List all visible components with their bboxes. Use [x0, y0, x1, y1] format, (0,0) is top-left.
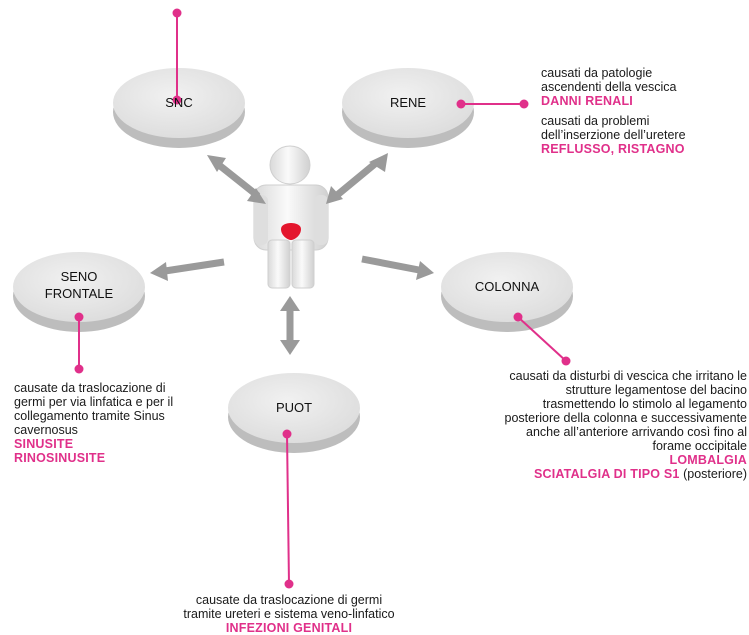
colonna-description: causati da disturbi di vescica che irrit…	[447, 369, 748, 481]
colonna-label-sciatalgia-row: SCIATALGIA DI TIPO S1 (posteriore)	[447, 467, 747, 481]
colonna-label-sciatalgia-suffix: (posteriore)	[683, 467, 747, 481]
bladder-icon	[281, 223, 301, 240]
arrow-snc	[207, 155, 266, 204]
node-rene-disk	[342, 68, 474, 148]
puot-description: causate da traslocazione di germi tramit…	[150, 593, 428, 635]
node-colonna-label: COLONNA	[475, 279, 540, 294]
rene-description: causati da patologie ascendenti della ve…	[541, 66, 686, 156]
node-puot-label: PUOT	[276, 400, 312, 415]
arrow-seno	[150, 258, 225, 281]
connector-snc	[172, 8, 182, 105]
node-seno-label-line2: FRONTALE	[45, 286, 114, 301]
seno-label-sinusite: SINUSITE	[14, 437, 74, 451]
connector-rene	[456, 99, 529, 109]
rene-label-danni-renali: DANNI RENALI	[541, 94, 633, 108]
node-rene-label: RENE	[390, 95, 426, 110]
node-seno-disk	[13, 252, 145, 332]
connector-seno	[74, 312, 84, 374]
arrow-puot	[280, 296, 300, 355]
node-seno-label-line1: SENO	[61, 269, 98, 284]
rene-label-reflusso: REFLUSSO, RISTAGNO	[541, 142, 685, 156]
seno-description: causate da traslocazione di germi per vi…	[14, 381, 174, 465]
node-colonna-disk	[441, 252, 573, 332]
human-figure	[253, 145, 329, 289]
puot-label-infezioni: INFEZIONI GENITALI	[225, 621, 353, 635]
arrow-colonna	[361, 255, 434, 280]
diagram-canvas: SNC RENE SENO FRONTALE COLONNA PUOT	[13, 8, 573, 589]
connector-colonna	[513, 312, 571, 366]
node-puot-disk	[228, 373, 360, 453]
arrow-rene	[326, 153, 388, 204]
connector-puot	[282, 429, 294, 589]
node-snc-label: SNC	[165, 95, 192, 110]
colonna-label-sciatalgia: SCIATALGIA DI TIPO S1	[533, 467, 680, 481]
colonna-label-lombalgia: LOMBALGIA	[669, 453, 747, 467]
seno-label-rinosinusite: RINOSINUSITE	[14, 451, 106, 465]
